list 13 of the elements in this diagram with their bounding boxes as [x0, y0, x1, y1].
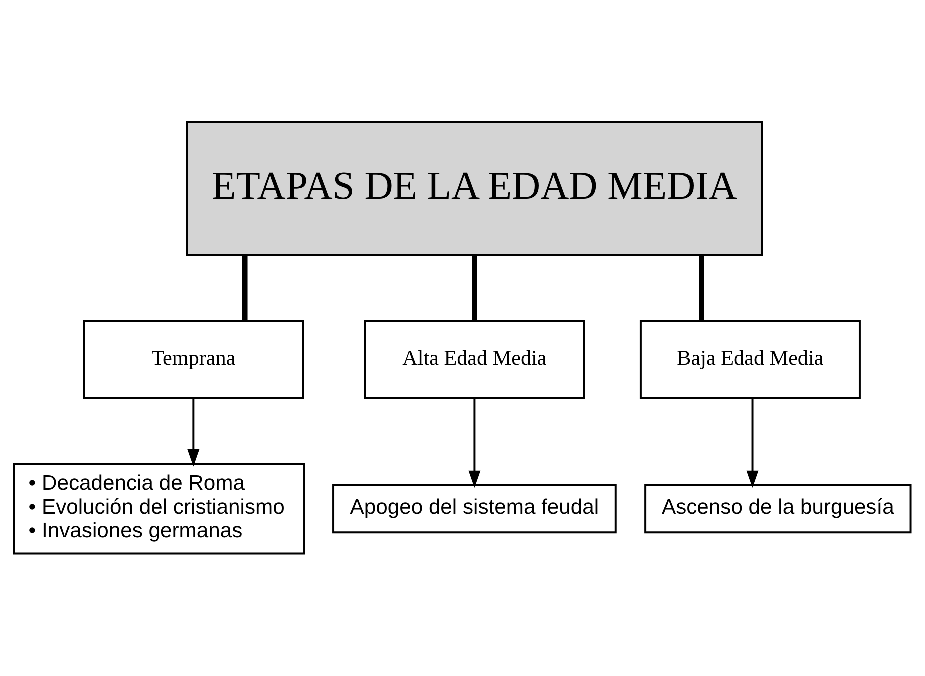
connector: [699, 256, 704, 322]
node-box: Baja Edad Media: [640, 320, 861, 400]
node-box: Ascenso de la burguesía: [644, 484, 912, 534]
connector: [472, 256, 478, 322]
node-box: Apogeo del sistema feudal: [332, 484, 617, 534]
arrow: [188, 398, 200, 467]
arrow: [468, 398, 481, 488]
node-box: • Decadencia de Roma • Evolución del cristianismo • Invasiones germanas: [13, 463, 306, 555]
node-box: ETAPAS DE LA EDAD MEDIA: [186, 121, 764, 257]
connector: [242, 256, 248, 322]
node-box: Temprana: [83, 320, 304, 400]
arrow: [746, 398, 759, 488]
node-box: Alta Edad Media: [364, 320, 586, 400]
